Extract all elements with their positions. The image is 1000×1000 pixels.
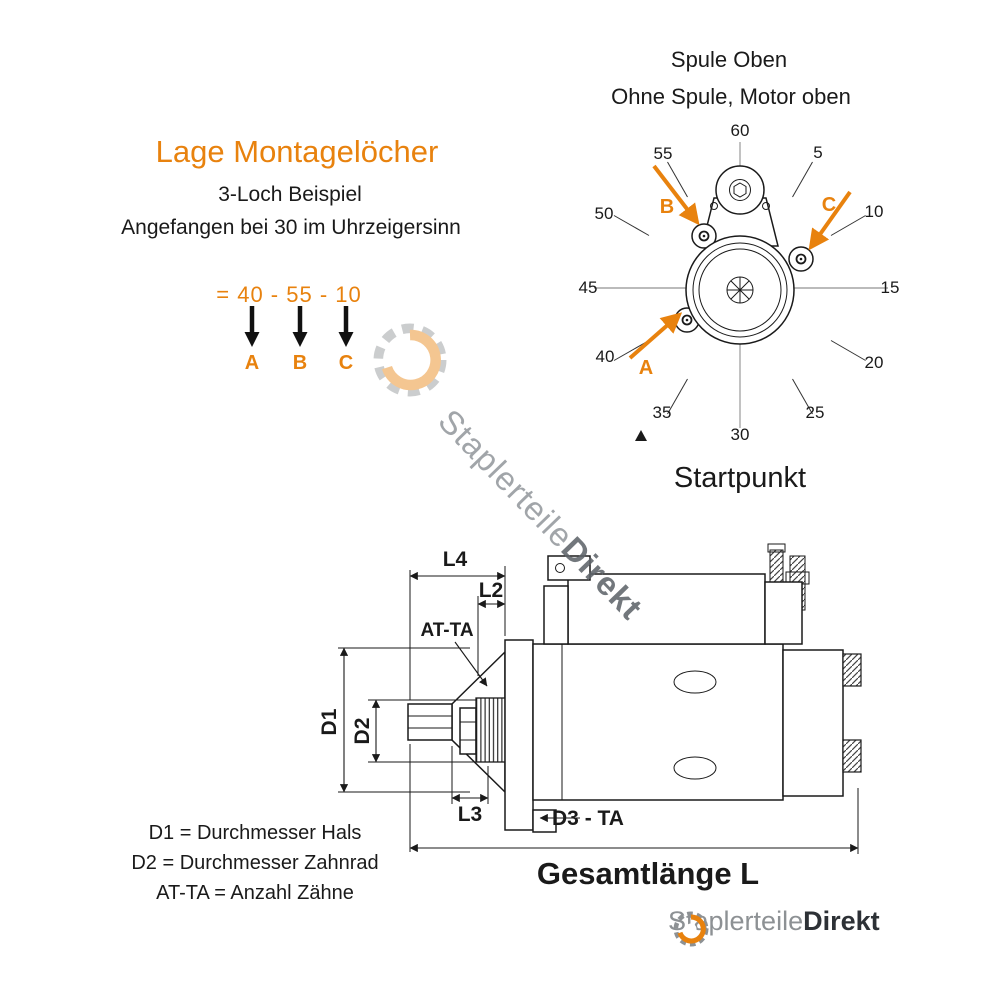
dial-heading-1: Spule Oben [670, 47, 788, 72]
dim-l3-label: L3 [458, 803, 483, 826]
starter-front-view [674, 165, 814, 345]
legend-d1: D1 = Durchmesser Hals [148, 822, 362, 844]
dial-scale-label: 60 [731, 121, 750, 140]
formula-marker-a: A [244, 352, 260, 374]
starter-side-view [407, 543, 862, 833]
hole-arrow-c [808, 190, 852, 251]
formula-marker-c: C [338, 352, 354, 374]
note: Angefangen bei 30 im Uhrzeigersinn [121, 216, 461, 239]
dial-scale-label: 10 [865, 202, 884, 221]
dial-heading-2: Ohne Spule, Motor oben [611, 84, 851, 109]
dial-scale-label: 20 [865, 353, 884, 372]
dimensions: L4 L2 AT-TA D1 D2 L3 D3 - TA [318, 548, 859, 854]
legend: D1 = Durchmesser Hals D2 = Durchmesser Z… [112, 818, 398, 908]
formula-marker-b: B [292, 352, 308, 374]
pinion-gear [475, 697, 506, 763]
dial-scale-label: 40 [596, 347, 615, 366]
motor-body [532, 643, 784, 801]
hole-label-b: B [660, 196, 674, 218]
dial-scale-label: 55 [654, 144, 673, 163]
page-title: Lage Montagelöcher [155, 134, 439, 169]
dial-scale-label: 30 [731, 425, 750, 444]
dim-d1-label: D1 [318, 708, 341, 735]
hole-label-a: A [639, 357, 653, 379]
dial-scale-label: 5 [813, 143, 822, 162]
brand-logo: StaplerteileDirekt [668, 906, 880, 937]
legend-d2: D2 = Durchmesser Zahnrad [131, 852, 379, 874]
subtitle: 3-Loch Beispiel [218, 183, 362, 206]
mounting-hole-dial: 5 10 15 20 25 30 35 40 45 50 55 60 [579, 121, 900, 444]
hole-arrow-b [652, 164, 700, 226]
dim-atta-label: AT-TA [420, 620, 473, 641]
watermark-gear-icon [362, 312, 458, 408]
formula-arrows [244, 306, 354, 347]
dim-l4-label: L4 [443, 548, 468, 571]
dial-scale-label: 50 [595, 204, 614, 223]
dim-l2-label: L2 [479, 579, 504, 602]
hole-arrow-a [628, 312, 683, 360]
rear-bracket [782, 649, 844, 797]
startpoint-label: Startpunkt [673, 462, 807, 494]
solenoid [567, 573, 766, 645]
mounting-holes [681, 230, 807, 326]
legend-atta: AT-TA = Anzahl Zähne [156, 882, 354, 904]
dial-scale-label: 35 [653, 403, 672, 422]
brand-name-bold: Direkt [803, 906, 880, 936]
dim-d2-label: D2 [351, 718, 374, 745]
dim-d3-label: D3 - TA [552, 807, 624, 830]
startpoint-marker-icon [635, 430, 647, 441]
total-length-label: Gesamtlänge L [536, 856, 760, 891]
hole-formula: = 40 - 55 - 10 [216, 282, 362, 307]
hole-label-c: C [822, 194, 836, 216]
brand-gear-icon [668, 906, 714, 952]
mounting-flange [504, 639, 534, 831]
dial-scale-label: 15 [881, 278, 900, 297]
dial-scale-label: 25 [806, 403, 825, 422]
dial-scale-label: 45 [579, 278, 598, 297]
